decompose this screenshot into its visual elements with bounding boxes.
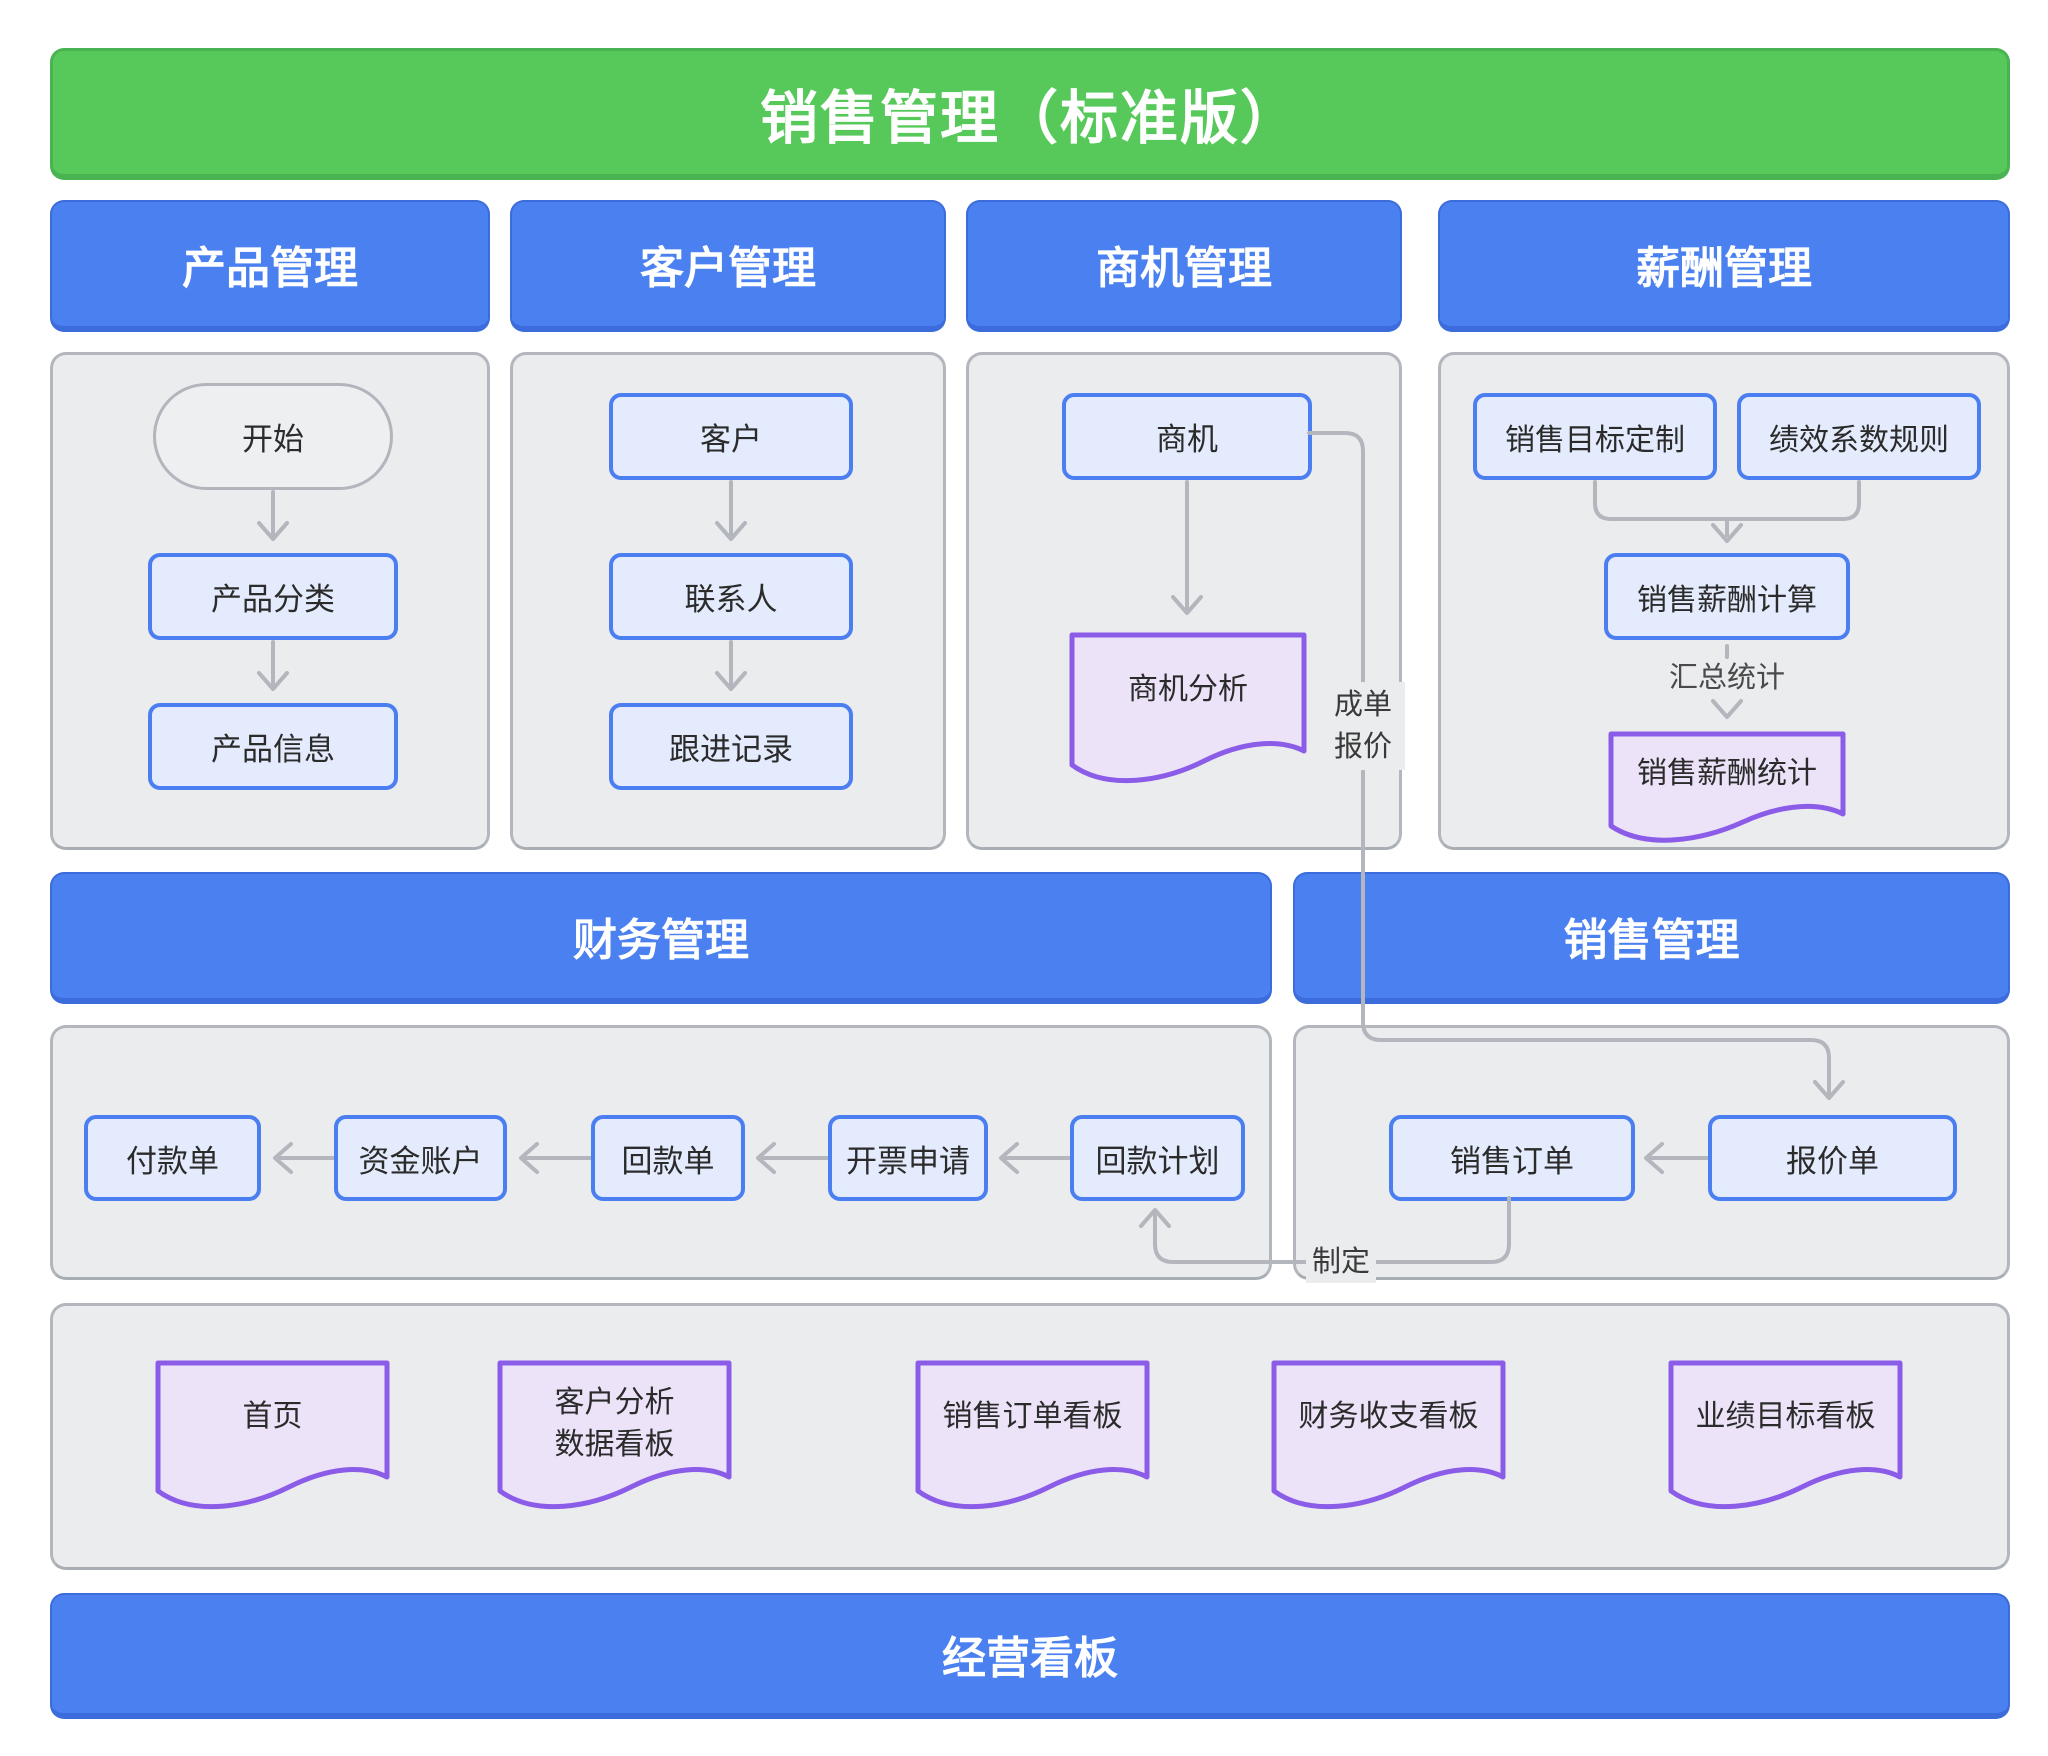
doc-finance-board-label: 财务收支看板 [1298, 1400, 1479, 1433]
panel-product: 开始 产品分类 产品信息 [50, 352, 490, 850]
node-receipt-plan: 回款计划 [1070, 1115, 1245, 1201]
panel-finance: 付款单 资金账户 回款单 开票申请 回款计划 [50, 1025, 1272, 1280]
doc-home-label: 首页 [242, 1400, 303, 1433]
edge-label-summary-stats: 汇总统计 [1632, 659, 1822, 697]
node-start-label: 开始 [242, 422, 304, 457]
document-shape [1668, 1360, 1903, 1510]
header-opportunity-label: 商机管理 [1096, 244, 1272, 293]
main-title: 销售管理（标准版） [759, 85, 1300, 151]
document-shape [497, 1360, 732, 1510]
node-performance-rule-label: 绩效系数规则 [1769, 423, 1949, 457]
node-sales-order-label: 销售订单 [1450, 1143, 1574, 1179]
document-shape [1069, 632, 1307, 784]
node-compensation-calc: 销售薪酬计算 [1604, 553, 1850, 640]
doc-target-board-label: 业绩目标看板 [1695, 1400, 1876, 1433]
node-fund-account: 资金账户 [334, 1115, 507, 1201]
node-receipt-plan-label: 回款计划 [1095, 1143, 1220, 1179]
doc-home: 首页 [154, 1359, 391, 1519]
node-opportunity: 商机 [1062, 393, 1312, 480]
node-sales-target-label: 销售目标定制 [1505, 423, 1685, 457]
node-contact-label: 联系人 [684, 582, 778, 617]
node-performance-rule: 绩效系数规则 [1737, 393, 1981, 480]
node-fund-account-label: 资金账户 [358, 1143, 483, 1179]
node-quotation: 报价单 [1708, 1115, 1957, 1201]
doc-sales-order-board-label: 销售订单看板 [942, 1400, 1123, 1433]
header-sales: 销售管理 [1293, 872, 2010, 1004]
node-opportunity-label: 商机 [1156, 422, 1218, 457]
header-sales-label: 销售管理 [1563, 916, 1740, 965]
bottom-banner: 经营看板 [50, 1593, 2010, 1719]
panel-customer: 客户 联系人 跟进记录 [510, 352, 946, 850]
node-customer-label: 客户 [700, 422, 762, 457]
document-shape [1271, 1360, 1506, 1510]
panel-compensation: 销售目标定制 绩效系数规则 销售薪酬计算 汇总统计 销售薪酬统计 [1438, 352, 2010, 850]
doc-sales-order-board: 销售订单看板 [914, 1359, 1151, 1519]
doc-opportunity-analysis: 商机分析 [1068, 631, 1308, 793]
header-product: 产品管理 [50, 200, 490, 332]
panel-opportunity: 商机 商机分析 [966, 352, 1402, 850]
node-product-info-label: 产品信息 [211, 732, 335, 767]
header-customer: 客户管理 [510, 200, 946, 332]
header-opportunity: 商机管理 [966, 200, 1402, 332]
node-invoice-request: 开票申请 [828, 1115, 988, 1201]
header-finance-label: 财务管理 [573, 916, 749, 965]
node-product-info: 产品信息 [148, 703, 398, 790]
node-invoice-request-label: 开票申请 [846, 1143, 970, 1179]
node-receipt-order: 回款单 [591, 1115, 745, 1201]
node-quotation-label: 报价单 [1786, 1143, 1879, 1179]
node-follow-record: 跟进记录 [609, 703, 853, 790]
node-payment-order-label: 付款单 [126, 1143, 219, 1179]
node-customer: 客户 [609, 393, 853, 480]
bottom-banner-label: 经营看板 [942, 1634, 1118, 1683]
node-product-category-label: 产品分类 [211, 582, 335, 617]
node-sales-order: 销售订单 [1389, 1115, 1635, 1201]
node-receipt-order-label: 回款单 [621, 1143, 715, 1179]
doc-finance-board: 财务收支看板 [1270, 1359, 1507, 1519]
header-product-label: 产品管理 [182, 244, 358, 293]
header-compensation-label: 薪酬管理 [1636, 244, 1812, 293]
document-shape [915, 1360, 1150, 1510]
node-payment-order: 付款单 [84, 1115, 261, 1201]
panel-dashboards: 首页 客户分析 数据看板 销售订单看板 财务收支看板 业绩目标看板 [50, 1303, 2010, 1570]
node-contact: 联系人 [609, 553, 853, 640]
header-finance: 财务管理 [50, 872, 1272, 1004]
node-follow-record-label: 跟进记录 [669, 732, 793, 767]
node-product-category: 产品分类 [148, 553, 398, 640]
node-compensation-calc-label: 销售薪酬计算 [1637, 583, 1817, 617]
panel-sales: 销售订单 报价单 [1293, 1025, 2010, 1280]
header-compensation: 薪酬管理 [1438, 200, 2010, 332]
doc-compensation-stats: 销售薪酬统计 [1607, 730, 1847, 852]
doc-target-board: 业绩目标看板 [1667, 1359, 1904, 1519]
doc-customer-analysis-board-label: 客户分析 数据看板 [554, 1386, 675, 1461]
doc-opportunity-analysis-label: 商机分析 [1128, 673, 1248, 706]
node-start: 开始 [153, 383, 393, 490]
edge-label-deal-quote: 成单 报价 [1321, 682, 1405, 770]
edge-label-make-plan: 制定 [1306, 1241, 1376, 1283]
header-customer-label: 客户管理 [640, 244, 816, 293]
main-title-banner: 销售管理（标准版） [50, 48, 2010, 180]
node-sales-target: 销售目标定制 [1473, 393, 1717, 480]
document-shape [155, 1360, 390, 1510]
doc-compensation-stats-label: 销售薪酬统计 [1637, 757, 1817, 790]
doc-customer-analysis-board: 客户分析 数据看板 [496, 1359, 733, 1519]
